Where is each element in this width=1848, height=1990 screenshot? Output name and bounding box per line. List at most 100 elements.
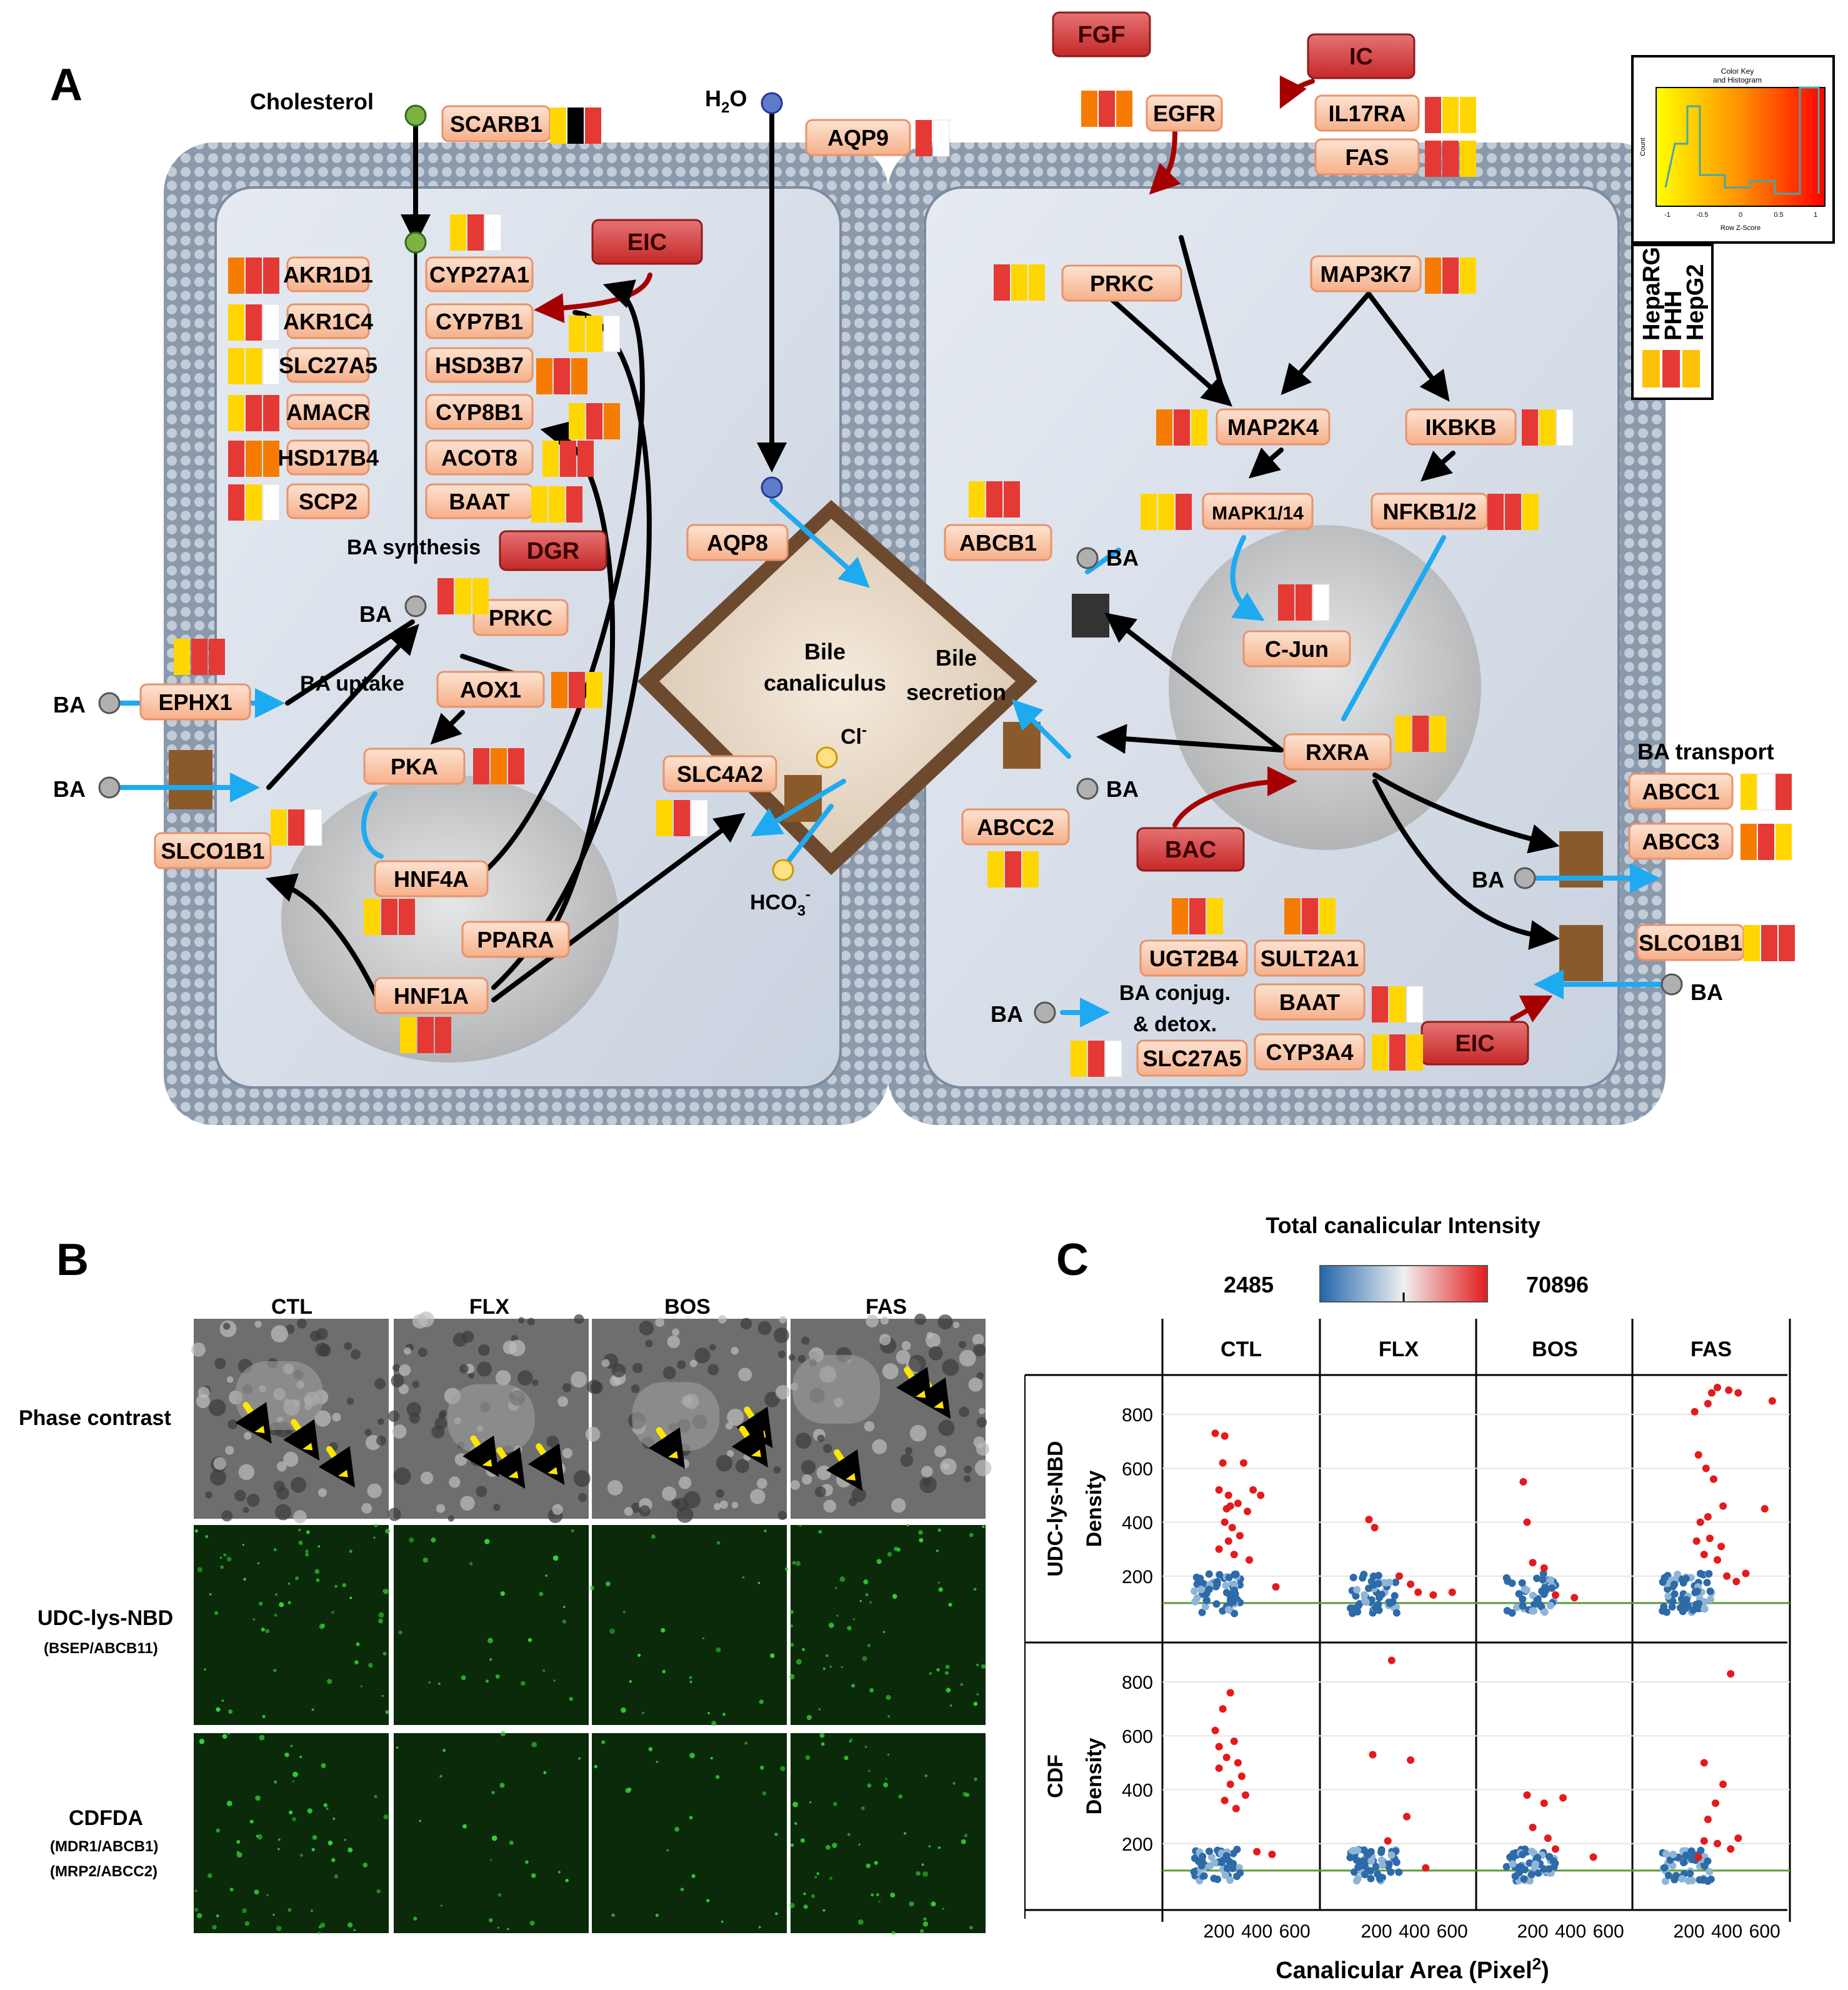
scatter-point bbox=[1346, 1854, 1354, 1862]
scatter-point bbox=[1704, 1877, 1712, 1885]
scatter-point bbox=[1533, 1574, 1541, 1582]
micrograph-r0-c2 bbox=[585, 1315, 790, 1523]
gene-aqp8: AQP8 bbox=[686, 524, 789, 561]
color-key-title-1: Color Key bbox=[1721, 67, 1754, 76]
scatter-point bbox=[1768, 1397, 1776, 1405]
scatter-point bbox=[1530, 1607, 1538, 1615]
heat-strip-2 bbox=[1081, 91, 1132, 127]
scatter-point bbox=[1714, 1839, 1721, 1848]
scatter-point bbox=[1387, 1851, 1396, 1859]
heat-strip-30 bbox=[1141, 494, 1192, 530]
micrograph-r2-c3 bbox=[789, 1732, 986, 1935]
stimulus-eic-2: EIC bbox=[591, 219, 703, 265]
scatter-point bbox=[1548, 1584, 1556, 1592]
scatter-point bbox=[1387, 1868, 1395, 1876]
scatter-point bbox=[1696, 1518, 1704, 1526]
gene-acot8: ACOT8 bbox=[425, 439, 534, 476]
scatter-point bbox=[1361, 1871, 1369, 1879]
scatter-point bbox=[1539, 1569, 1547, 1578]
scatter-point bbox=[1671, 1590, 1679, 1598]
heat-strip-23 bbox=[400, 1017, 451, 1053]
scatter-point bbox=[1661, 1574, 1669, 1582]
gene-cyp8b1: CYP8B1 bbox=[425, 394, 534, 430]
row-phase-contrast-label: Phase contrast bbox=[19, 1406, 171, 1430]
svg-text:EPHX1: EPHX1 bbox=[158, 689, 232, 715]
gene-egfr: EGFR bbox=[1146, 94, 1223, 132]
diagram-text: Cholesterol H2O BA synthesis BA BA uptak… bbox=[53, 86, 1774, 1036]
scatter-point bbox=[1414, 1588, 1422, 1596]
scatter-point bbox=[1249, 1486, 1257, 1494]
facet-col-fas: FAS bbox=[1691, 1338, 1732, 1361]
scatter-point bbox=[1392, 1609, 1401, 1617]
heat-strip-7 bbox=[228, 348, 280, 385]
gene-hsd17b4: HSD17B4 bbox=[277, 439, 379, 476]
scatter-point bbox=[1200, 1872, 1208, 1880]
scatter-point bbox=[1527, 1871, 1536, 1879]
xtick: 400 bbox=[1241, 1921, 1272, 1942]
gene-baat: BAAT bbox=[425, 483, 534, 519]
scatter-point bbox=[1349, 1574, 1357, 1582]
gene-slco1b1: SLCO1B1 bbox=[1636, 924, 1745, 961]
scatter-point bbox=[1387, 1656, 1396, 1664]
scatter-point bbox=[1346, 1604, 1354, 1612]
color-key: Color Key and Histogram -1 -0.5 0 0.5 1 … bbox=[1631, 55, 1835, 244]
micrograph-r0-c1 bbox=[387, 1311, 591, 1523]
facet-ylabel-1: Density bbox=[1082, 1738, 1106, 1815]
color-key-xlabel: Row Z-Score bbox=[1721, 224, 1761, 232]
right-nucleus bbox=[1169, 525, 1481, 850]
color-key-tick-1: -1 bbox=[1664, 211, 1671, 219]
scatter-point bbox=[1391, 1592, 1399, 1600]
scatter-point bbox=[1215, 1764, 1223, 1772]
scatter-point bbox=[1521, 1866, 1529, 1874]
gene-ephx1: EPHX1 bbox=[139, 683, 251, 721]
scatter-point bbox=[1662, 1849, 1671, 1858]
ba-label-synthesis: BA bbox=[359, 601, 392, 627]
scatter-point bbox=[1659, 1607, 1667, 1615]
xtick: 600 bbox=[1279, 1921, 1311, 1942]
scatter-point bbox=[1706, 1868, 1714, 1876]
gene-cyp7b1: CYP7B1 bbox=[425, 303, 534, 339]
ba-label-slco1b1: BA bbox=[53, 776, 86, 802]
svg-text:BAC: BAC bbox=[1165, 837, 1216, 863]
heat-strip-1 bbox=[916, 119, 950, 157]
svg-text:AKR1D1: AKR1D1 bbox=[283, 262, 373, 288]
scatter-point bbox=[1589, 1853, 1597, 1861]
scatter-point bbox=[1678, 1875, 1686, 1883]
scatter-point bbox=[1205, 1586, 1213, 1594]
heat-strip-11 bbox=[450, 214, 502, 251]
col-ctl-label: CTL bbox=[271, 1295, 312, 1319]
heat-strip-4 bbox=[1425, 141, 1476, 177]
scatter-point bbox=[1221, 1432, 1229, 1440]
scatter-point bbox=[1246, 1556, 1254, 1564]
gene-abcc2: ABCC2 bbox=[961, 808, 1070, 846]
xtick: 400 bbox=[1555, 1921, 1586, 1942]
gene-slco1b1: SLCO1B1 bbox=[154, 832, 272, 869]
xtick: 400 bbox=[1399, 1921, 1430, 1942]
scatter-point bbox=[1696, 1569, 1704, 1578]
scatter-point bbox=[1529, 1559, 1537, 1567]
svg-text:CYP27A1: CYP27A1 bbox=[429, 262, 529, 288]
svg-text:EGFR: EGFR bbox=[1153, 101, 1216, 126]
svg-text:PRKC: PRKC bbox=[489, 605, 552, 631]
svg-text:EIC: EIC bbox=[1455, 1031, 1494, 1057]
stimulus-dgr-3: DGR bbox=[499, 530, 607, 571]
micrograph-r2-c0 bbox=[194, 1732, 389, 1934]
scatter-point bbox=[1361, 1597, 1369, 1605]
scatter-point bbox=[1689, 1606, 1697, 1614]
scatter-point bbox=[1502, 1574, 1511, 1582]
svg-text:AQP8: AQP8 bbox=[707, 530, 768, 556]
gene-abcb1: ABCB1 bbox=[944, 524, 1052, 561]
svg-text:HSD17B4: HSD17B4 bbox=[277, 445, 379, 471]
scatter-point bbox=[1225, 1606, 1233, 1614]
scatter-point bbox=[1549, 1857, 1557, 1865]
scatter-point bbox=[1511, 1872, 1519, 1881]
scatter-point bbox=[1219, 1459, 1227, 1467]
gene-amacr: AMACR bbox=[286, 394, 370, 430]
svg-text:ACOT8: ACOT8 bbox=[441, 445, 517, 471]
scatter-point bbox=[1364, 1850, 1372, 1858]
scatter-point bbox=[1551, 1591, 1559, 1599]
svg-text:CYP3A4: CYP3A4 bbox=[1266, 1039, 1353, 1065]
scatter-point bbox=[1682, 1574, 1690, 1582]
scatter-point bbox=[1692, 1537, 1701, 1545]
